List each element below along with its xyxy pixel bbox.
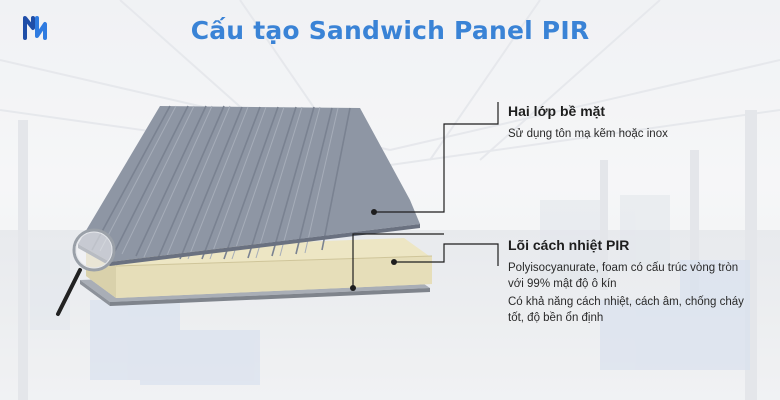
pir-core-description-2: Có khả năng cách nhiệt, cách âm, chống c… — [508, 296, 744, 324]
page-title: Cấu tạo Sandwich Panel PIR — [190, 16, 590, 45]
callout-dots — [350, 209, 397, 291]
magnifier-icon — [56, 228, 116, 316]
surface-layers-description: Sử dụng tôn mạ kẽm hoặc inox — [508, 128, 668, 140]
logo-icon — [23, 16, 47, 40]
pir-core-description-1: Polyisocyanurate, foam có cấu trúc vòng … — [508, 262, 739, 290]
pir-core-heading: Lõi cách nhiệt PIR — [508, 237, 630, 253]
callout-lines — [352, 102, 499, 288]
surface-layers-heading: Hai lớp bề mặt — [508, 103, 606, 119]
